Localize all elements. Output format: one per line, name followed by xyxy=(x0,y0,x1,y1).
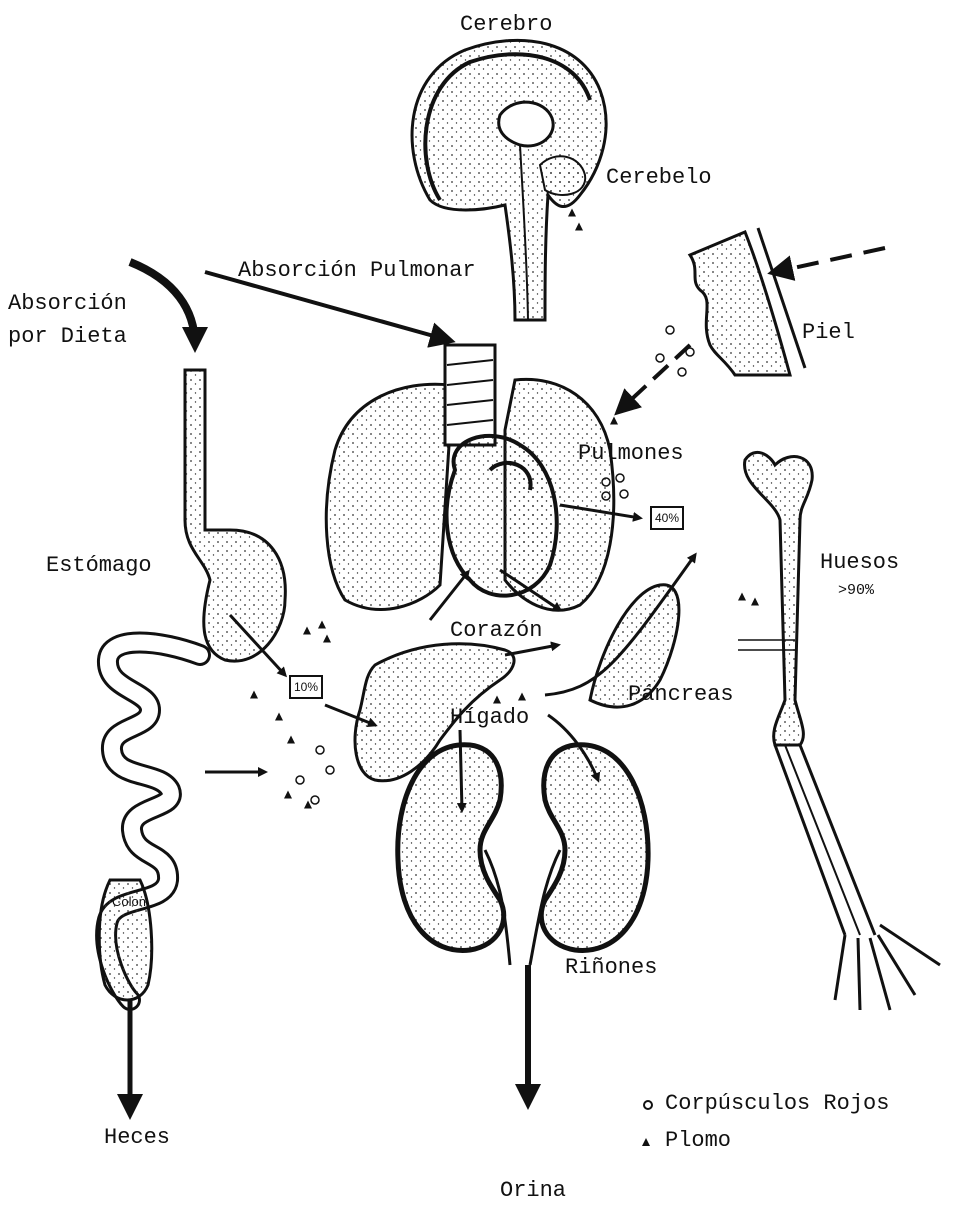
label-corazon: Corazón xyxy=(450,618,542,644)
label-huesos: Huesos xyxy=(820,550,899,576)
label-rinones: Riñones xyxy=(565,955,657,981)
label-orina: Orina xyxy=(500,1178,566,1204)
label-estomago: Estómago xyxy=(46,553,152,579)
legend-markers xyxy=(642,1101,652,1146)
label-pulmones: Pulmones xyxy=(578,441,684,467)
label-cerebro: Cerebro xyxy=(460,12,552,38)
label-huesos-pct: >90% xyxy=(838,582,874,600)
label-colon: Colon xyxy=(112,894,146,910)
intestine-icon xyxy=(99,643,200,1001)
pulmones-pct-box: 40% xyxy=(650,506,684,530)
label-absorcion-line1: Absorción xyxy=(8,291,127,317)
label-absorcion-pulmonar: Absorción Pulmonar xyxy=(238,258,476,284)
skin-icon xyxy=(690,228,805,375)
legend-red-cells: Corpúsculos Rojos xyxy=(665,1091,889,1117)
flow-arrows xyxy=(130,248,885,1112)
label-absorcion-line2: por Dieta xyxy=(8,324,127,350)
kidneys-icon xyxy=(398,745,648,965)
label-pancreas: Páncreas xyxy=(628,682,734,708)
arm-bone-icon xyxy=(745,452,940,1010)
legend-lead: Plomo xyxy=(665,1128,731,1154)
stomach-icon xyxy=(185,370,285,661)
estomago-pct-box: 10% xyxy=(289,675,323,699)
label-higado: Hígado xyxy=(450,705,529,731)
label-piel: Piel xyxy=(802,320,855,346)
label-cerebelo: Cerebelo xyxy=(606,165,712,191)
label-heces: Heces xyxy=(104,1125,170,1151)
